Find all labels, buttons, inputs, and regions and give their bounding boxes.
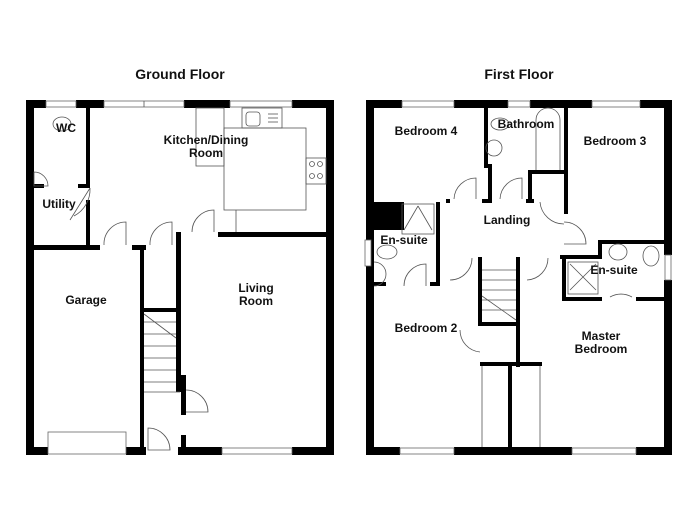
ground-floor-title: Ground Floor [135,66,225,82]
front-door [147,427,171,451]
room-label-bedroom-2: Bedroom 2 [395,321,458,335]
basin-icon [608,243,628,261]
room-label-master-2: Bedroom [575,342,628,356]
window [401,100,455,108]
shower-icon [569,263,597,291]
bath-icon [535,107,561,170]
hob-icon [309,161,323,179]
door-swing [191,209,215,233]
shower-icon [403,205,433,231]
window [664,254,672,281]
toilet-icon [642,245,660,267]
window [229,100,293,108]
sink-icon [245,111,261,127]
door-swing [499,177,523,200]
door-swing [69,187,91,221]
door-swing [563,221,587,245]
room-label-landing: Landing [484,213,531,227]
door-swing [185,389,209,413]
room-label-living-2: Room [239,294,273,308]
basin-icon [373,261,387,287]
toilet-icon [376,244,398,260]
door-swing [449,257,473,281]
window [571,447,637,455]
room-label-living: Living [238,281,273,295]
basin-icon [33,171,49,187]
window [364,239,372,267]
room-label-bathroom: Bathroom [498,117,555,131]
staircase [481,269,517,321]
room-label-ensuite-1: En-suite [380,233,428,247]
ground-floor-plan: WC Utility Kitchen/Dining Room Garage Li… [26,100,334,455]
staircase [143,313,180,393]
toilet-icon [52,116,72,132]
room-label-master: Master [582,329,621,343]
door-swing [149,221,173,246]
room-label-bedroom-3: Bedroom 3 [584,134,647,148]
door-swing [103,221,127,246]
room-label-wc: WC [56,121,76,135]
door-swing [453,177,477,200]
basin-icon [485,139,503,157]
room-label-ensuite-2: En-suite [590,263,638,277]
door-swing [609,293,633,298]
toilet-icon [490,117,510,131]
window [45,100,77,108]
window [221,447,293,455]
room-label-garage: Garage [65,293,107,307]
window [507,100,531,108]
door-swing [403,263,427,287]
window [399,447,455,455]
drainer-icon [268,113,278,123]
room-label-kitchen-2: Room [189,146,223,160]
door-swing [526,257,549,281]
door-swing [539,201,565,225]
first-floor-plan: Bedroom 4 Bathroom Bedroom 3 Landing En-… [364,100,672,455]
room-label-kitchen: Kitchen/Dining [164,133,249,147]
window [591,100,641,108]
door-swing [459,329,481,353]
room-label-bedroom-4: Bedroom 4 [395,124,458,138]
garage-door [47,431,127,455]
room-label-utility: Utility [42,197,76,211]
first-floor-title: First Floor [484,66,554,82]
